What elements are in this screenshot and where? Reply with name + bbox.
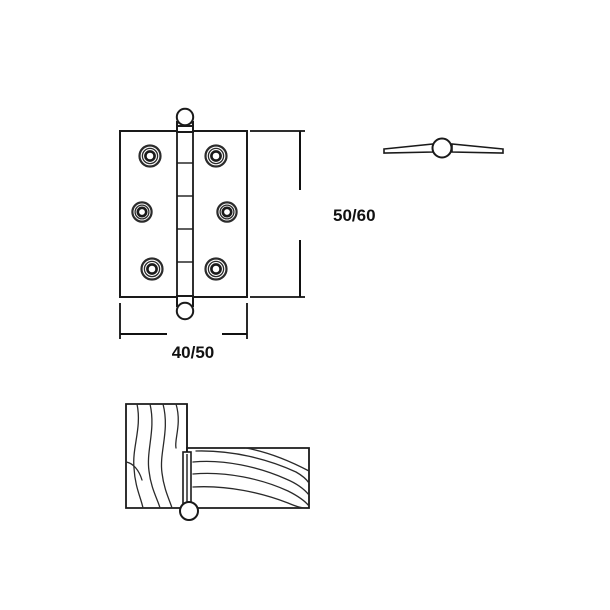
grain-line	[160, 403, 173, 509]
height-dimension: 50/60	[250, 130, 376, 298]
screw-hole-middle-right	[216, 201, 238, 223]
width-dimension-label: 40/50	[172, 343, 215, 362]
grain-line	[133, 403, 144, 509]
screw-inner-ring	[136, 206, 148, 218]
screw-hole-middle-left	[131, 201, 153, 223]
bottom-finial-ball	[175, 301, 195, 321]
door-stile-grain	[125, 403, 179, 509]
grain-line	[192, 460, 310, 496]
grain-line	[245, 447, 310, 472]
screw-inner-ring	[146, 263, 158, 275]
top-ball-finial	[175, 107, 195, 133]
screw-inner-ring	[210, 263, 222, 275]
hinge-section-view	[125, 403, 310, 521]
side-view-right-leaf	[451, 143, 504, 154]
hinge-side-view	[383, 137, 504, 159]
screw-hole-bottom-right	[204, 257, 228, 281]
grain-line	[192, 472, 310, 507]
hinge-front-view	[119, 107, 248, 321]
screw-inner-ring	[210, 150, 222, 162]
section-pin-circle	[179, 501, 199, 521]
height-dimension-label: 50/60	[333, 206, 376, 225]
knuckle-bands	[177, 162, 193, 263]
screw-inner-ring	[221, 206, 233, 218]
frame-panel-grain	[192, 447, 310, 509]
screw-inner-ring	[144, 150, 156, 162]
screw-hole-top-left	[138, 144, 162, 168]
bottom-ball-finial	[175, 295, 195, 321]
grain-line	[195, 450, 310, 484]
grain-line-edge	[125, 461, 143, 481]
grain-line	[147, 403, 161, 509]
screw-hole-top-right	[204, 144, 228, 168]
screw-hole-bottom-left	[140, 257, 164, 281]
knuckle-column	[176, 130, 194, 298]
width-dimension: 40/50	[119, 303, 248, 362]
top-finial-ball	[175, 107, 195, 127]
side-view-knuckle-circle	[431, 137, 453, 159]
grain-line	[192, 486, 306, 509]
grain-line-short	[175, 403, 179, 449]
